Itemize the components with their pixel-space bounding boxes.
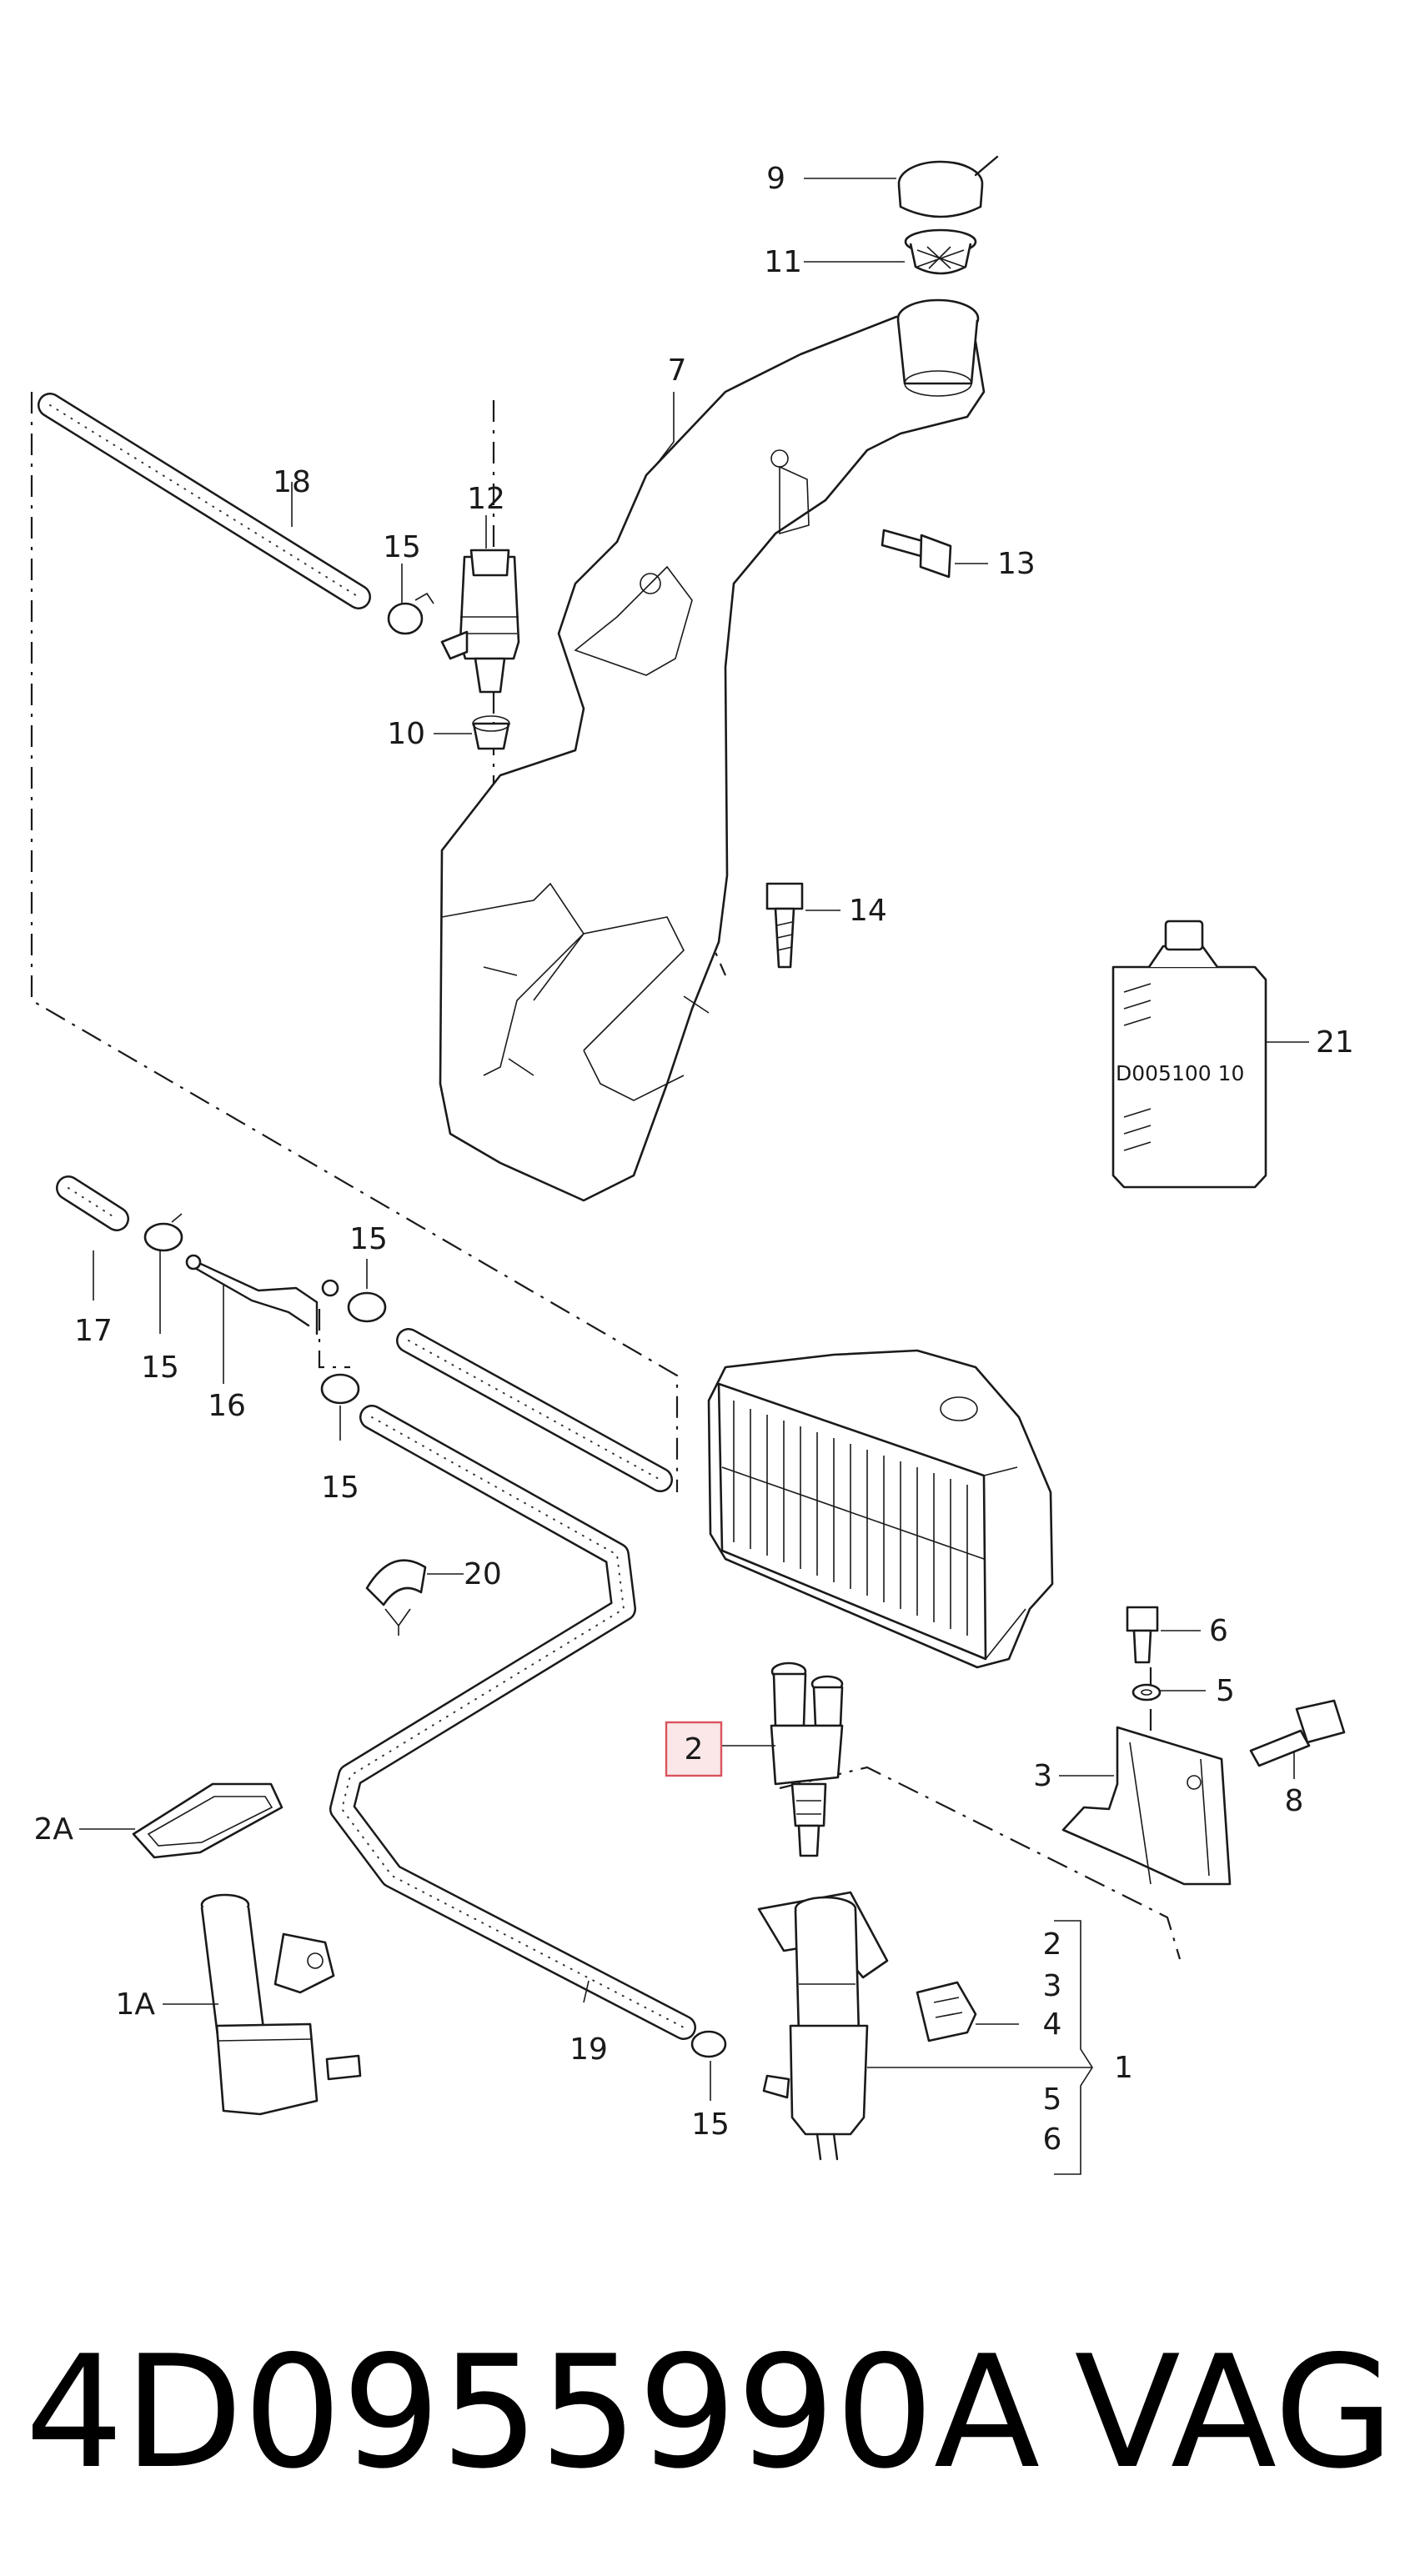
callout-labels: 9 11 7 12 18 15 10 13 14 21 15 17 15 16 … <box>33 162 1353 2142</box>
label-2a: 2A <box>33 1812 73 1847</box>
washer-reservoir <box>439 315 986 1202</box>
label-15-a: 15 <box>141 1351 179 1385</box>
hose-17 <box>56 1175 129 1231</box>
label-20: 20 <box>464 1557 502 1591</box>
part-number: 4D0955990A <box>25 2322 1040 2503</box>
label-11: 11 <box>764 245 802 279</box>
label-15-d: 15 <box>691 2107 730 2142</box>
washer-5 <box>1131 1683 1162 1701</box>
list-item-5: 5 <box>1043 2082 1062 2117</box>
footer: 4D0955990A VAG <box>25 2322 1394 2503</box>
part-2-highlight <box>665 1721 723 1777</box>
label-15-upper: 15 <box>383 530 421 564</box>
actuator-1a <box>200 1893 362 2116</box>
label-12: 12 <box>467 482 505 516</box>
brand-name: VAG <box>1075 2322 1394 2503</box>
bottle-code-label: D005100 10 <box>1116 1061 1244 1085</box>
label-5: 5 <box>1216 1674 1235 1708</box>
label-14: 14 <box>849 894 887 928</box>
label-3: 3 <box>1033 1759 1052 1793</box>
leader-lines <box>79 178 1309 2175</box>
label-18: 18 <box>273 465 311 499</box>
label-6: 6 <box>1209 1614 1228 1648</box>
clamp-15-c <box>320 1373 360 1405</box>
label-16: 16 <box>208 1389 246 1423</box>
clamp-15-upper <box>387 592 434 635</box>
label-13: 13 <box>997 547 1036 581</box>
bracket-3 <box>1061 1726 1232 1886</box>
washer-nozzle-2 <box>770 1661 844 1857</box>
label-9: 9 <box>766 162 785 196</box>
label-2-highlighted: 2 <box>685 1732 704 1767</box>
clip-4 <box>916 1981 977 2042</box>
clamp-15-a <box>143 1213 183 1252</box>
filler-neck <box>896 298 980 397</box>
bolt-13 <box>881 529 952 579</box>
hose-clip-20 <box>365 1559 427 1636</box>
label-15-b: 15 <box>349 1222 388 1256</box>
label-7: 7 <box>668 353 687 388</box>
list-item-3: 3 <box>1043 1969 1062 2003</box>
label-1a: 1A <box>115 1987 155 2022</box>
screw-6 <box>1126 1606 1159 1664</box>
list-item-2: 2 <box>1043 1927 1062 1962</box>
label-21: 21 <box>1316 1025 1354 1060</box>
filler-strainer <box>904 228 977 275</box>
label-1: 1 <box>1114 2051 1133 2085</box>
list-item-6: 6 <box>1043 2122 1062 2157</box>
hose-19 <box>329 1405 696 2040</box>
label-8: 8 <box>1285 1784 1304 1818</box>
filler-cap <box>897 155 999 218</box>
bolt-14 <box>765 882 804 969</box>
connector-16 <box>185 1254 339 1336</box>
label-19: 19 <box>570 2032 608 2067</box>
clamp-15-b <box>347 1291 387 1323</box>
washer-pump <box>440 549 520 694</box>
hose-18 <box>38 393 371 609</box>
fluid-bottle: D005100 10 <box>1111 920 1267 1189</box>
headlamp <box>707 1349 1054 1669</box>
bolt-8 <box>1249 1699 1346 1767</box>
list-item-4: 4 <box>1043 2007 1062 2042</box>
pump-grommet <box>472 715 510 750</box>
cover-2a <box>132 1782 284 1859</box>
nozzle-actuator-1 <box>757 1891 889 2161</box>
clamp-15-d <box>690 2030 727 2058</box>
item-1-component-list: 2 3 4 5 6 <box>1043 1927 1062 2157</box>
label-17: 17 <box>74 1314 113 1348</box>
label-15-c: 15 <box>321 1471 359 1505</box>
hose-short <box>396 1328 673 1492</box>
label-10: 10 <box>387 717 425 751</box>
